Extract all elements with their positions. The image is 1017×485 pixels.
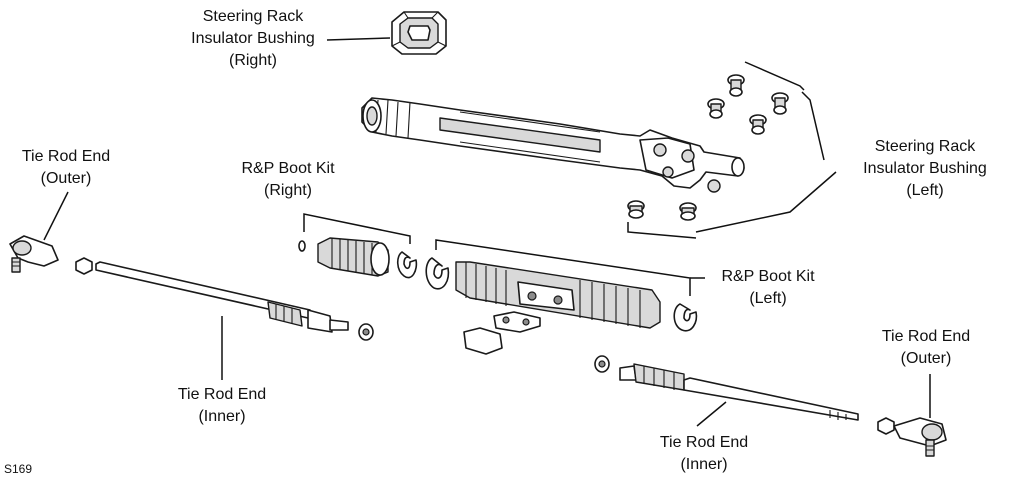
- label-tie-rod-outer-right: Tie Rod End (Outer): [881, 328, 971, 367]
- label-tie-rod-inner-right: Tie Rod End (Inner): [659, 434, 749, 473]
- bushing-right-part: [391, 11, 447, 55]
- boot-kit-right-parts: [298, 237, 418, 279]
- label-bushing-left: Steering Rack Insulator Bushing (Left): [863, 138, 987, 199]
- diagram-code: S169: [4, 462, 33, 476]
- tie-rod-outer-right-part: [877, 417, 947, 457]
- label-bushing-right: Steering Rack Insulator Bushing (Right): [191, 8, 315, 69]
- leader-lines: [43, 37, 931, 427]
- label-boot-kit-right: R&P Boot Kit (Right): [241, 160, 335, 199]
- steering-rack-housing: [361, 97, 745, 193]
- boot-kit-left-parts: [425, 257, 698, 355]
- label-tie-rod-outer-left: Tie Rod End (Outer): [21, 148, 111, 187]
- tie-rod-inner-left-part: [95, 261, 374, 341]
- tie-rod-outer-left-part: [9, 235, 93, 275]
- label-boot-kit-left: R&P Boot Kit (Left): [721, 268, 815, 307]
- bushing-left-parts: [627, 74, 789, 221]
- tie-rod-inner-right-part: [594, 355, 859, 421]
- label-tie-rod-inner-left: Tie Rod End (Inner): [177, 386, 267, 425]
